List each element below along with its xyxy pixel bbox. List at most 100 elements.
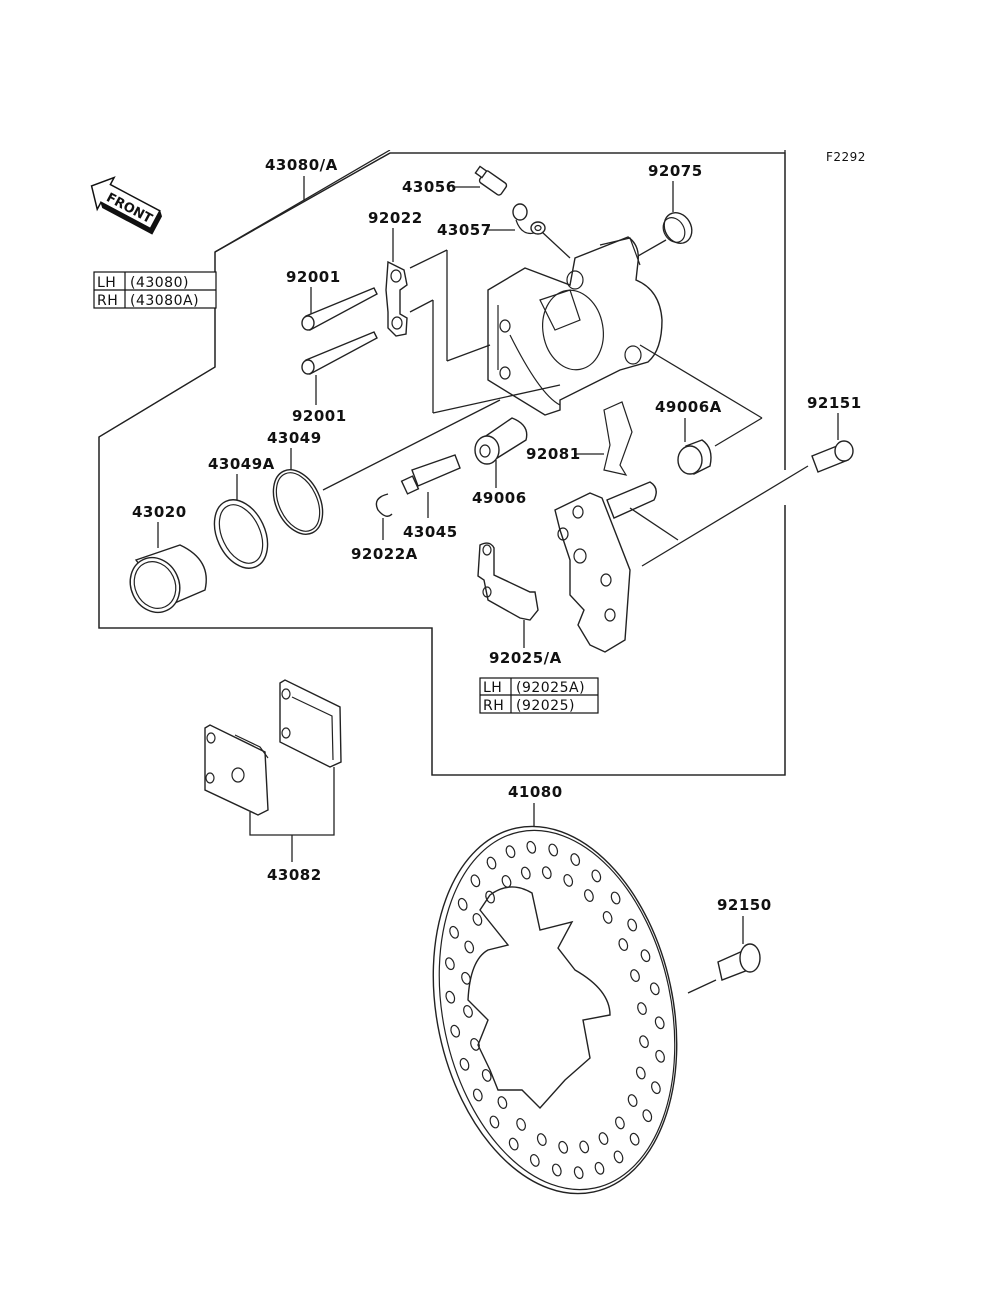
- front-arrow-icon: FRONT: [90, 176, 163, 235]
- bracket-rh-part[interactable]: (92025): [516, 698, 575, 714]
- bleeder-cap-part: [512, 203, 546, 235]
- disc-vent-hole: [610, 891, 621, 905]
- disc-vent-hole: [642, 1109, 653, 1123]
- label-43045[interactable]: 43045: [403, 523, 458, 541]
- disc-vent-hole: [629, 1132, 640, 1146]
- caliper-assy-outline: [98, 152, 786, 776]
- disc-vent-hole: [655, 1049, 665, 1063]
- caliper-lh-side: LH: [97, 275, 116, 291]
- disc-vent-hole: [548, 843, 559, 857]
- disc-vent-hole: [654, 1016, 665, 1030]
- disc-vent-hole: [486, 856, 497, 870]
- disc-vent-hole: [651, 1081, 661, 1095]
- bolt-92151-part: [811, 440, 854, 473]
- disc-vent-hole: [630, 969, 640, 983]
- label-43080-a[interactable]: 43080/A: [265, 156, 338, 174]
- clip-92022a-part: [375, 493, 393, 517]
- disc-vent-hole: [637, 1002, 647, 1016]
- disc-vent-hole: [591, 869, 602, 883]
- disc-vent-hole: [640, 949, 651, 963]
- disc-vent-hole: [639, 1035, 649, 1049]
- shim-92025-part: [477, 542, 539, 621]
- label-92151[interactable]: 92151: [807, 394, 862, 412]
- disc-vent-hole: [457, 897, 468, 911]
- disc-vent-hole: [445, 990, 456, 1004]
- boot-49006a-part: [677, 439, 712, 476]
- label-43049a[interactable]: 43049A: [208, 455, 275, 473]
- disc-vent-hole: [627, 918, 638, 932]
- label-43082[interactable]: 43082: [267, 866, 322, 884]
- label-92081[interactable]: 92081: [526, 445, 581, 463]
- bolt-92150-part: [717, 943, 761, 981]
- disc-vent-hole: [472, 1088, 483, 1102]
- disc-vent-hole: [520, 866, 531, 880]
- label-92075[interactable]: 92075: [648, 162, 703, 180]
- disc-vent-hole: [627, 1094, 638, 1108]
- cap-92075-part: [662, 211, 693, 245]
- disc-vent-hole: [563, 873, 574, 887]
- plate-92022-part: [385, 260, 408, 337]
- disc-vent-hole: [505, 845, 516, 859]
- brake-pad-front-part: [204, 724, 269, 816]
- label-43020[interactable]: 43020: [132, 503, 187, 521]
- disc-vent-hole: [459, 1057, 470, 1071]
- label-41080[interactable]: 41080: [508, 783, 563, 801]
- brake-pad-rear-part: [279, 679, 342, 768]
- label-49006a[interactable]: 49006A: [655, 398, 722, 416]
- bolt-92001-bottom-part: [301, 331, 378, 376]
- seal-43049-part: [272, 469, 324, 535]
- caliper-lh-part[interactable]: (43080): [130, 275, 189, 291]
- disc-vent-hole: [526, 840, 537, 854]
- seal-43049a-part: [213, 499, 269, 569]
- disc-vent-hole: [470, 874, 481, 888]
- caliper-bracket-part: [554, 481, 657, 653]
- disc-vent-hole: [470, 1037, 480, 1051]
- disc-vent-hole: [450, 1024, 461, 1038]
- label-92022[interactable]: 92022: [368, 209, 423, 227]
- disc-vent-hole: [598, 1132, 609, 1146]
- caliper-side-table: LH (43080) RH (43080A): [93, 271, 217, 309]
- disc-vent-hole: [558, 1140, 569, 1154]
- piston-part: [129, 544, 207, 614]
- label-43049[interactable]: 43049: [267, 429, 322, 447]
- disc-vent-hole: [573, 1166, 584, 1180]
- brake-disc-part: [432, 825, 678, 1195]
- disc-vent-hole: [584, 889, 594, 903]
- disc-vent-hole: [594, 1161, 605, 1175]
- label-43056[interactable]: 43056: [402, 178, 457, 196]
- disc-vent-hole: [481, 1068, 492, 1082]
- disc-vent-hole: [508, 1137, 519, 1151]
- caliper-rh-side: RH: [97, 293, 118, 309]
- disc-vent-hole: [613, 1150, 624, 1164]
- disc-vent-hole: [635, 1066, 646, 1080]
- label-49006[interactable]: 49006: [472, 489, 527, 507]
- caliper-rh-part[interactable]: (43080A): [130, 293, 199, 309]
- disc-vent-hole: [464, 940, 475, 954]
- disc-vent-hole: [485, 890, 495, 904]
- bracket-side-table: LH (92025A) RH (92025): [479, 677, 599, 714]
- disc-vent-hole: [463, 1004, 473, 1018]
- disc-vent-hole: [602, 910, 613, 924]
- boot-49006-part: [474, 417, 528, 465]
- disc-vent-hole: [445, 957, 455, 971]
- label-92150[interactable]: 92150: [717, 896, 772, 914]
- label-43057[interactable]: 43057: [437, 221, 492, 239]
- disc-vent-hole: [501, 874, 512, 888]
- label-92022a[interactable]: 92022A: [351, 545, 418, 563]
- pin-43045-part: [400, 454, 461, 495]
- caliper-body-part: [487, 236, 663, 416]
- disc-vent-hole: [551, 1163, 562, 1177]
- disc-vent-hole: [615, 1116, 625, 1130]
- disc-vent-hole: [449, 925, 459, 939]
- label-92001-bottom[interactable]: 92001: [292, 407, 347, 425]
- disc-vent-hole: [649, 982, 660, 996]
- bracket-lh-side: LH: [483, 680, 502, 696]
- bracket-lh-part[interactable]: (92025A): [516, 680, 585, 696]
- disc-vent-hole: [472, 912, 483, 926]
- label-92001-top[interactable]: 92001: [286, 268, 341, 286]
- disc-vent-hole: [618, 938, 629, 952]
- disc-vent-hole: [516, 1117, 526, 1131]
- disc-vent-hole: [529, 1153, 540, 1167]
- disc-vent-hole: [497, 1096, 508, 1110]
- label-92025-a[interactable]: 92025/A: [489, 649, 562, 667]
